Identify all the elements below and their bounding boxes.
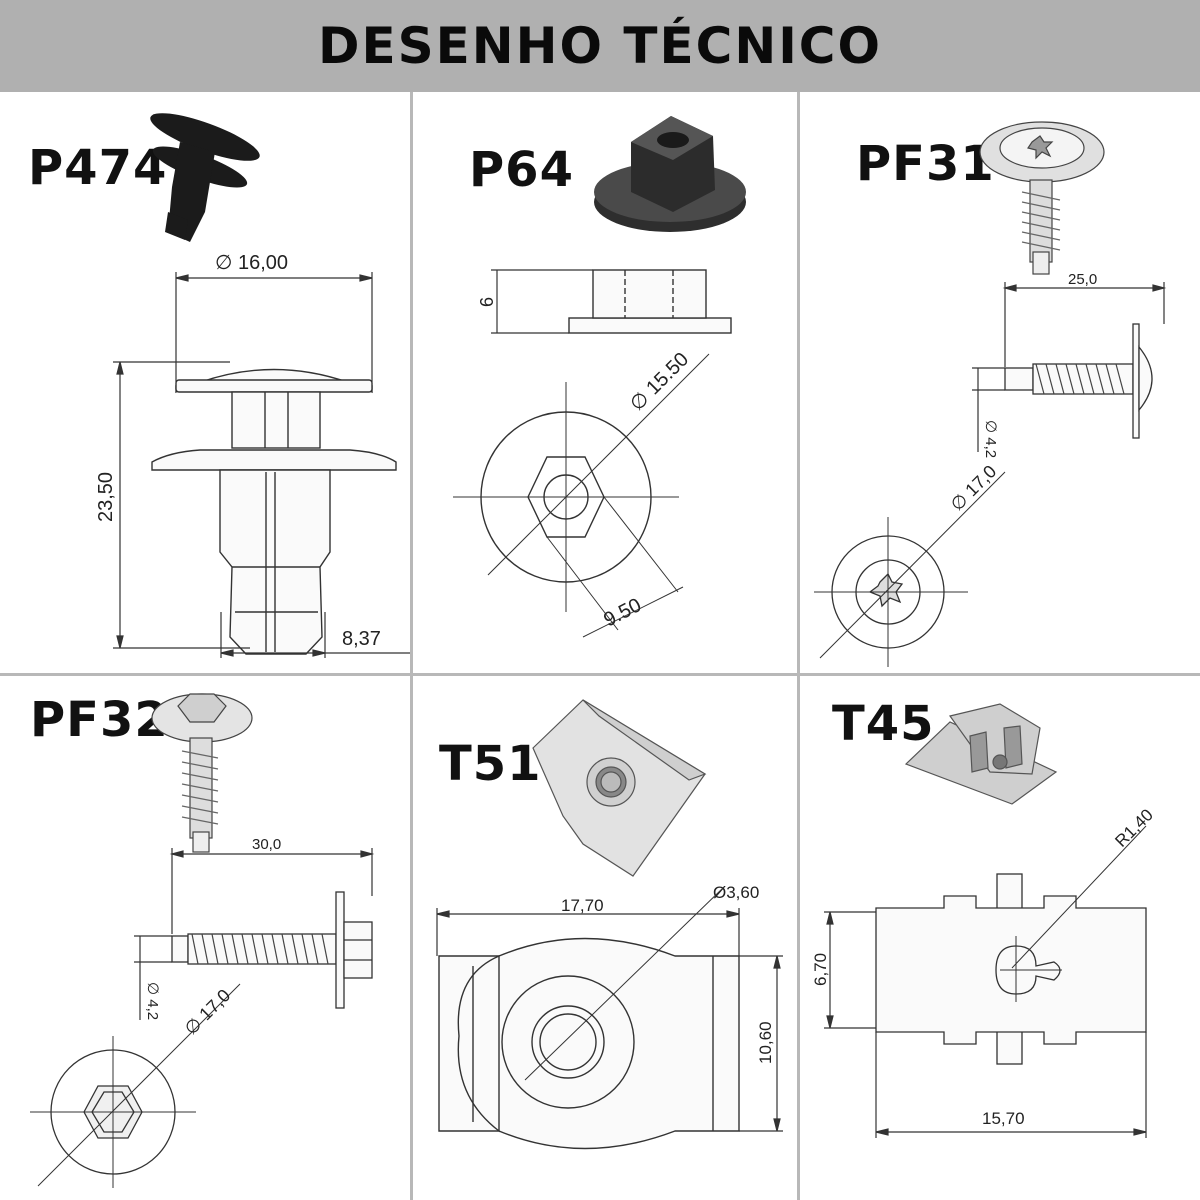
part-code-label: T51 <box>439 736 542 792</box>
dim-shank-label: ∅ 4,2 <box>144 982 161 1020</box>
dim-shank-label: ∅ 4,2 <box>982 420 999 458</box>
dim-tip-label: 8,37 <box>342 628 381 650</box>
dim-length-label: 30,0 <box>252 836 281 853</box>
part-t45-panel: T45 R1,40 6,70 <box>800 676 1200 1200</box>
page-title: DESENHO TÉCNICO <box>317 17 883 75</box>
push-rivet-icon <box>150 113 260 242</box>
dim-width-label: 17,70 <box>561 896 604 915</box>
grid-divider-v1 <box>410 92 413 1200</box>
dim-height-label: 23,50 <box>95 472 117 522</box>
part-pf32-panel: PF32 30,0 <box>0 676 410 1200</box>
part-code-label: P474 <box>28 140 168 196</box>
spring-clip-icon <box>904 703 1058 805</box>
grid-divider-h1 <box>0 673 1200 676</box>
dim-width-label: 15,70 <box>982 1109 1025 1128</box>
dim-height-label: 6 <box>477 297 497 307</box>
dim-diameter-label: ∅ 16,00 <box>215 252 288 274</box>
part-pf31-panel: PF31 25,0 <box>800 92 1200 673</box>
part-p64-panel: P64 6 <box>413 92 797 673</box>
part-t51-panel: T51 17,70 Ø3,60 <box>413 676 797 1200</box>
dim-hole-label: Ø3,60 <box>713 883 759 902</box>
part-code-label: PF32 <box>30 692 169 748</box>
dim-diameter-label: ∅ 15.50 <box>626 348 693 415</box>
pf31-drawing: 25,0 ∅ 4,2 ∅ 17, <box>814 121 1167 667</box>
part-code-label: PF31 <box>856 136 995 192</box>
dim-length-label: 25,0 <box>1068 271 1097 288</box>
hex-washer-screw-icon <box>151 693 253 853</box>
dim-head-label: ∅ 17,0 <box>181 985 235 1039</box>
dim-hex-label: 9.50 <box>600 594 645 631</box>
pf32-drawing: 30,0 ∅ 4,2 <box>30 693 375 1188</box>
part-code-label: P64 <box>469 142 574 198</box>
p474-drawing: ∅ 16,00 23,50 8 <box>95 113 410 658</box>
t51-drawing: 17,70 Ø3,60 10,60 <box>436 699 783 1150</box>
dim-radius-label: R1,40 <box>1111 805 1157 851</box>
dim-height-label: 10,60 <box>756 1021 775 1064</box>
part-code-label: T45 <box>832 696 935 752</box>
t45-drawing: R1,40 6,70 15,70 <box>811 703 1157 1138</box>
torx-washer-screw-icon <box>979 121 1105 275</box>
dim-height-label: 6,70 <box>811 953 830 986</box>
grid-divider-v2 <box>797 92 800 1200</box>
part-p474-panel: P474 ∅ 16,00 <box>0 92 410 673</box>
u-nut-clip-icon <box>532 699 707 877</box>
title-banner: DESENHO TÉCNICO <box>0 0 1200 92</box>
hex-flange-nut-icon <box>594 116 746 232</box>
dim-head-label: ∅ 17,0 <box>947 461 1001 515</box>
p64-drawing: 6 ∅ 15.50 9.50 <box>453 116 746 638</box>
